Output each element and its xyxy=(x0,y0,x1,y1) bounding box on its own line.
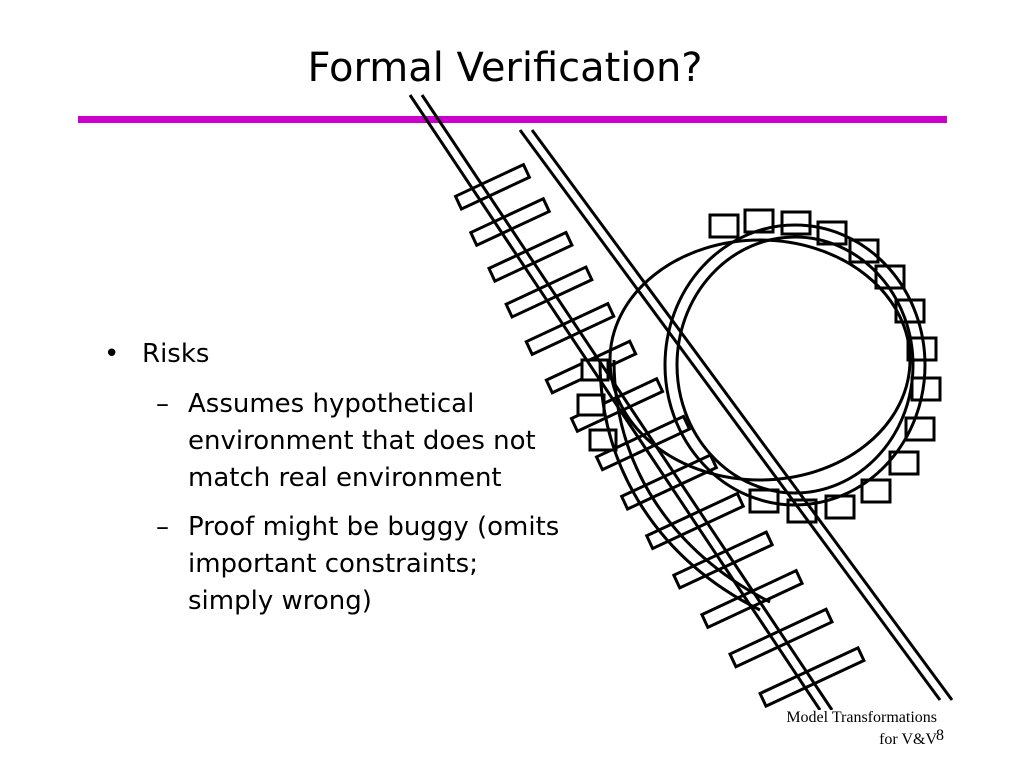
sub-bullet-list: – Assumes hypothetical environment that … xyxy=(156,386,564,620)
bullet-risks: • Risks xyxy=(104,336,564,373)
bullet-list: • Risks – Assumes hypothetical environme… xyxy=(104,336,564,632)
dash-icon: – xyxy=(156,389,169,419)
bullet-risks-label: Risks xyxy=(142,339,210,369)
dash-icon: – xyxy=(156,512,169,542)
sub-bullet-text: Assumes hypothetical environment that do… xyxy=(188,389,536,493)
bullet-dot-icon: • xyxy=(104,339,120,369)
railroad-loop-illustration xyxy=(408,94,954,710)
slide-footer: Model Transformations for V&V xyxy=(786,707,937,751)
page-number: 8 xyxy=(936,727,944,744)
footer-line-1: Model Transformations xyxy=(786,709,937,726)
sub-bullet-text: Proof might be buggy (omits important co… xyxy=(188,512,560,616)
slide-title: Formal Verification? xyxy=(307,45,703,91)
footer-line-2: for V&V xyxy=(879,731,937,748)
sub-bullet-environment: – Assumes hypothetical environment that … xyxy=(156,386,564,497)
sub-bullet-proof: – Proof might be buggy (omits important … xyxy=(156,509,564,620)
title-divider xyxy=(78,116,947,123)
